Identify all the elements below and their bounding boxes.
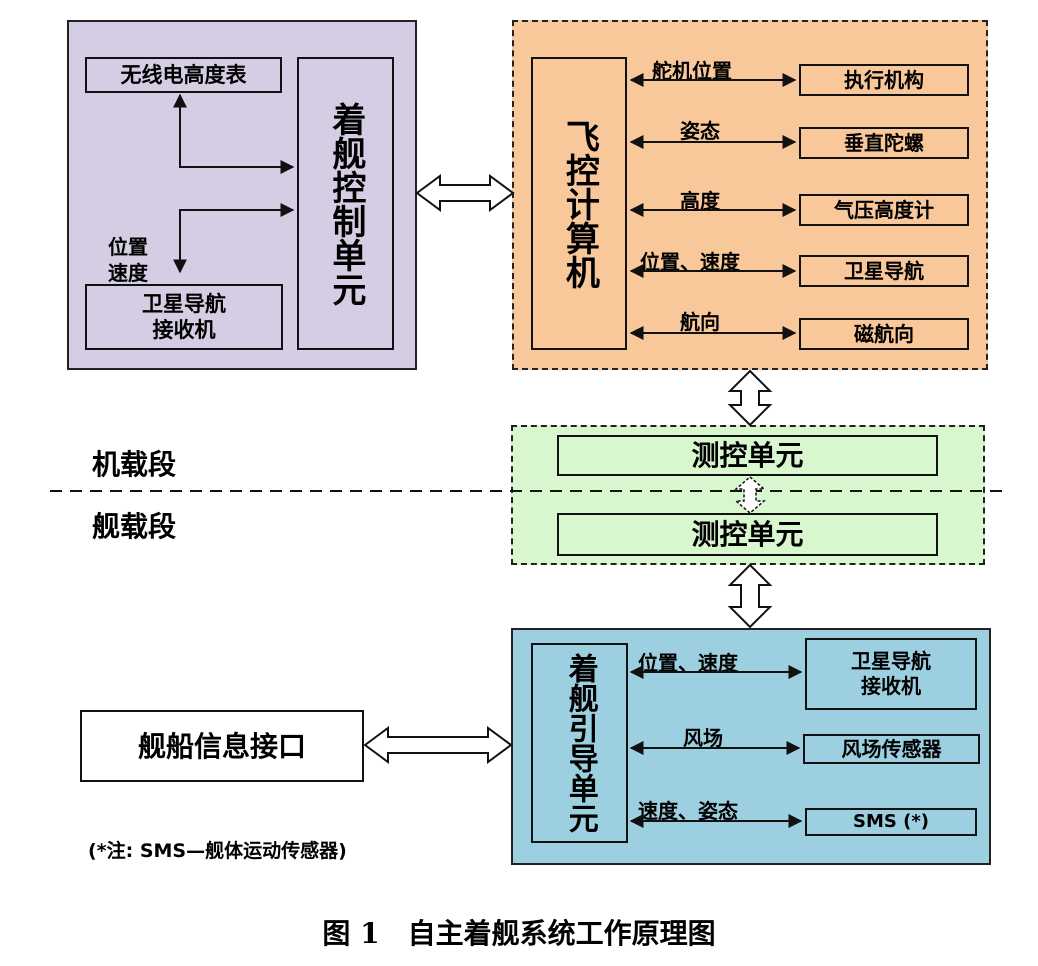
landing-control-unit-box: 着舰控制单元 (297, 57, 394, 350)
flight-gnss-box: 卫星导航 (799, 255, 969, 287)
figure-caption: 图 1 自主着舰系统工作原理图 (0, 912, 1038, 952)
landing-control-unit-text: 着舰控制单元 (325, 101, 366, 306)
wind-sensor-box: 风场传感器 (803, 734, 980, 764)
radio-altimeter-label: 无线电高度表 (120, 62, 247, 87)
vertical-gyro-text: 垂直陀螺 (844, 130, 924, 155)
ttc-guidance-double-arrow (727, 563, 773, 629)
sms-box: SMS (*) (805, 808, 977, 836)
guidance-gnss-receiver-box: 卫星导航 接收机 (805, 638, 977, 710)
ttc-lower-text: 测控单元 (691, 518, 804, 551)
actuator-box: 执行机构 (799, 64, 969, 96)
ttc-upper-box: 测控单元 (557, 435, 938, 476)
radio-altimeter-box: 无线电高度表 (85, 57, 282, 93)
magnetic-heading-box: 磁航向 (799, 318, 969, 350)
guidance-gnss-line1: 卫星导航 (851, 649, 931, 673)
flight-computer-text: 飞控计算机 (559, 118, 600, 289)
barometric-altimeter-text: 气压高度计 (834, 197, 934, 222)
actuator-text: 执行机构 (844, 67, 924, 92)
ship-info-interface-box: 舰船信息接口 (80, 710, 364, 782)
sms-text: SMS (*) (853, 810, 929, 832)
ttc-link-double-arrow (733, 476, 767, 514)
airborne-segment-text: 机载段 (92, 448, 177, 481)
wind-sensor-text: 风场传感器 (841, 736, 942, 761)
ship-info-interface-text: 舰船信息接口 (137, 729, 306, 763)
flight-ttc-double-arrow (727, 369, 773, 427)
left-gnss-line1: 卫星导航 (142, 291, 226, 316)
flight-gnss-text: 卫星导航 (844, 258, 924, 283)
shipborne-segment-text: 舰载段 (92, 510, 177, 543)
left-position-label: 位置 (108, 231, 148, 260)
guidance-gnss-line2: 接收机 (861, 674, 921, 698)
ship-guidance-double-arrow (363, 726, 513, 764)
left-gnss-line2: 接收机 (152, 318, 216, 342)
flight-computer-box: 飞控计算机 (531, 57, 627, 350)
guidance-unit-text: 着舰引导单元 (562, 653, 598, 833)
altimeter-to-control-arrow (173, 93, 295, 174)
left-position-text: 位置 (108, 235, 148, 259)
ttc-lower-box: 测控单元 (557, 513, 938, 556)
landing-control-unit-label: 着舰控制单元 (325, 101, 366, 306)
footnote: (*注: SMS—舰体运动传感器) (88, 836, 347, 863)
vertical-gyro-box: 垂直陀螺 (799, 127, 969, 159)
left-speed-label: 速度 (108, 257, 148, 286)
gnss-to-control-arrow (173, 203, 295, 274)
footnote-text: (*注: SMS—舰体运动传感器) (88, 840, 347, 862)
left-speed-text: 速度 (108, 261, 148, 285)
left-gnss-receiver-box: 卫星导航 接收机 (85, 284, 283, 350)
magnetic-heading-text: 磁航向 (854, 321, 914, 346)
airborne-segment-label: 机载段 (92, 443, 176, 483)
shipborne-segment-label: 舰载段 (92, 505, 176, 545)
ttc-upper-text: 测控单元 (691, 439, 804, 472)
barometric-altimeter-box: 气压高度计 (799, 194, 969, 226)
figure-caption-text: 图 1 自主着舰系统工作原理图 (322, 917, 716, 950)
control-flight-double-arrow (415, 174, 515, 212)
guidance-unit-box: 着舰引导单元 (531, 643, 628, 843)
